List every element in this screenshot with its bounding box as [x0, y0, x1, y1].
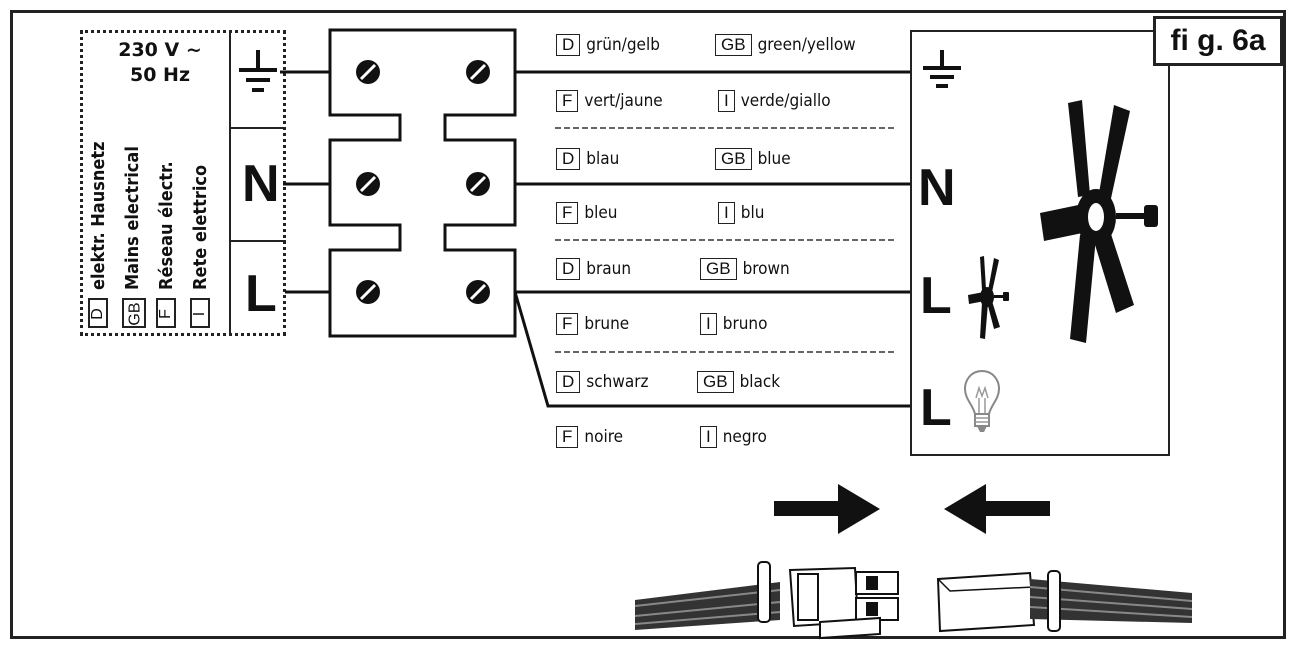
mains-divider: [229, 240, 286, 242]
frequency-line: 50 Hz: [129, 64, 190, 86]
wire-color: brown: [742, 259, 790, 279]
mains-live-label: L: [245, 265, 277, 323]
language-code: F: [556, 313, 579, 335]
wire-color: verde/giallo: [740, 91, 831, 111]
mains-divider: [229, 127, 286, 129]
language-code: I: [700, 313, 717, 335]
language-code: GB: [700, 258, 737, 280]
mains-neutral-label: N: [242, 155, 280, 213]
live-light-wire: [513, 291, 910, 408]
language-code: D: [556, 371, 581, 393]
wire-color: blu: [740, 203, 765, 223]
arrow-right-icon: [774, 484, 880, 534]
fan-terminal-box: [910, 30, 1170, 456]
socket-connector-icon: [936, 570, 1193, 633]
wire-color: blau: [586, 149, 620, 169]
mains-divider: [229, 30, 231, 336]
language-code-en: GB: [122, 298, 146, 328]
terminal-screw-icon: [466, 280, 490, 304]
language-code: D: [556, 34, 581, 56]
language-code-it: I: [190, 298, 210, 328]
fan-neutral-label: N: [918, 159, 956, 217]
earth-ground-icon: [923, 50, 961, 88]
wire-color: braun: [586, 259, 632, 279]
wire-color: grün/gelb: [586, 35, 660, 55]
wire-color: brune: [584, 314, 630, 334]
language-code: GB: [715, 148, 752, 170]
terminal-screw-icon: [466, 172, 490, 196]
language-code: I: [718, 90, 735, 112]
ceiling-fan-icon: [1040, 100, 1158, 343]
light-bulb-icon: [963, 369, 1001, 432]
terminal-block: [328, 28, 517, 338]
terminal-screw-icon: [356, 172, 380, 196]
fan-live-motor-label: L: [920, 267, 952, 325]
arrow-left-icon: [944, 484, 1050, 534]
wire-color: schwarz: [586, 372, 649, 392]
wire-color: bleu: [584, 203, 618, 223]
language-code-de: D: [88, 298, 108, 328]
language-code: I: [718, 202, 735, 224]
language-code: F: [556, 90, 579, 112]
terminal-screw-icon: [356, 60, 380, 84]
wire-color: negro: [722, 427, 767, 447]
terminal-screw-icon: [356, 280, 380, 304]
language-code: F: [556, 202, 579, 224]
language-code: GB: [715, 34, 752, 56]
language-code: I: [700, 426, 717, 448]
wire-color: vert/jaune: [584, 91, 663, 111]
wire-color: black: [739, 372, 781, 392]
small-fan-icon: [968, 256, 1009, 339]
earth-ground-icon: [239, 50, 277, 92]
diagram-frame: [10, 10, 1286, 639]
language-code: GB: [697, 371, 734, 393]
language-code: D: [556, 258, 581, 280]
terminal-screw-icon: [466, 60, 490, 84]
figure-label: fi g. 6a: [1153, 16, 1283, 66]
language-code-fr: F: [156, 298, 176, 328]
plug-connector-icon: [634, 561, 899, 640]
wire-color: green/yellow: [757, 35, 856, 55]
voltage-line: 230 V ~: [118, 39, 202, 61]
wire-color: noire: [584, 427, 624, 447]
language-code: D: [556, 148, 581, 170]
fan-live-light-label: L: [920, 379, 952, 437]
wire-color: blue: [757, 149, 791, 169]
language-code: F: [556, 426, 579, 448]
mains-voltage: 230 V ~ 50 Hz: [100, 38, 220, 88]
wire-color: bruno: [722, 314, 768, 334]
